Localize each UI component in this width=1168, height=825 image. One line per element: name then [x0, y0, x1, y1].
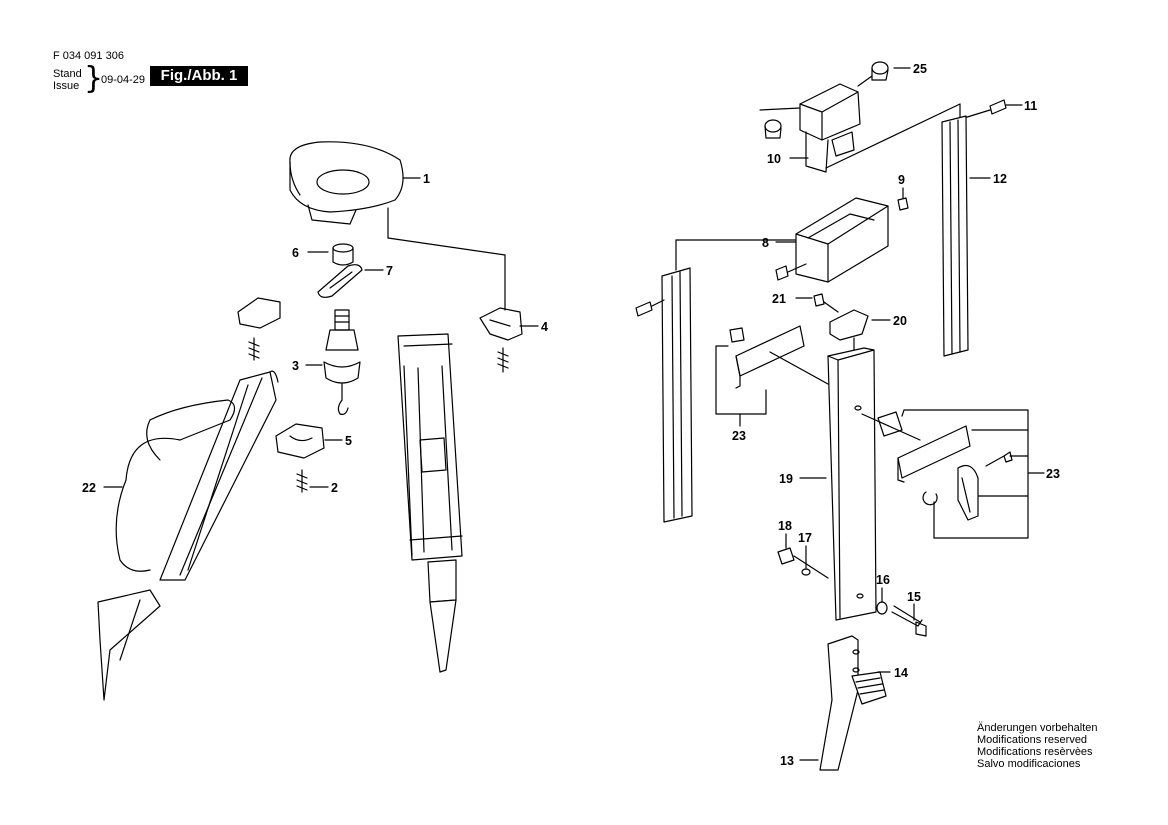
callout-4: 4: [541, 320, 548, 334]
part-clamp-block: [275, 423, 325, 493]
callout-17: 17: [798, 531, 812, 545]
part-holder: [775, 197, 909, 283]
part-right-rail: [941, 115, 969, 357]
part-bracket-left: [715, 325, 829, 427]
callout-1: 1: [423, 172, 430, 186]
callouts: 1 2 3 4 5 6 7 8 9 10 11 12 13 14 15 16 1…: [82, 62, 1060, 768]
callout-14: 14: [894, 666, 908, 680]
callout-19: 19: [779, 472, 793, 486]
figure-label: Fig./Abb. 1: [150, 66, 248, 86]
issue-date: 09-04-29: [101, 74, 146, 86]
part-left-rail: [635, 267, 693, 523]
callout-3: 3: [292, 359, 299, 373]
part-bolt: [876, 601, 927, 637]
part-middle-leg: [397, 333, 463, 673]
note-spanish: Salvo modificaciones: [977, 758, 1081, 770]
callout-15: 15: [907, 590, 921, 604]
callout-5: 5: [345, 434, 352, 448]
callout-13: 13: [780, 754, 794, 768]
part-screw-11: [963, 99, 1007, 119]
part-slotted-plate: [317, 264, 363, 298]
callout-10: 10: [767, 152, 781, 166]
note-german: Änderungen vorbehalten: [977, 722, 1098, 734]
part-clip: [479, 307, 523, 373]
part-top-cap: [289, 141, 506, 311]
issue-label: Issue: [53, 80, 80, 92]
part-main-column: [827, 347, 877, 621]
part-nut-washer: [777, 547, 829, 579]
part-hook-adjuster: [323, 309, 361, 415]
part-plug-cap: [813, 293, 869, 351]
callout-7: 7: [386, 264, 393, 278]
callout-16: 16: [876, 573, 890, 587]
callout-12: 12: [993, 172, 1007, 186]
part-small-clamp: [237, 297, 281, 361]
callout-9: 9: [898, 173, 905, 187]
part-foot: [799, 635, 887, 771]
callout-23-left: 23: [732, 429, 746, 443]
part-left-leg: [97, 370, 279, 701]
brace-icon: }: [84, 61, 104, 96]
callout-2: 2: [331, 481, 338, 495]
leader-lines: [103, 67, 1045, 673]
note-english: Modifications reserved: [977, 734, 1088, 746]
modification-notes: Änderungen vorbehalten Modifications res…: [977, 722, 1097, 770]
callout-18: 18: [778, 519, 792, 533]
callout-11: 11: [1024, 99, 1037, 113]
callout-25: 25: [913, 62, 927, 76]
callout-21: 21: [772, 292, 786, 306]
part-cylinder: [332, 243, 354, 266]
callout-20: 20: [893, 314, 907, 328]
note-french: Modifications resèrvèes: [977, 746, 1093, 758]
stand-label: Stand: [53, 68, 82, 80]
callout-8: 8: [762, 236, 769, 250]
part-head-assembly: [675, 61, 961, 271]
part-bracket-right: [861, 409, 1029, 539]
callout-22: 22: [82, 481, 96, 495]
document-number: F 034 091 306: [53, 50, 124, 62]
callout-23-right: 23: [1046, 467, 1060, 481]
callout-6: 6: [292, 246, 299, 260]
